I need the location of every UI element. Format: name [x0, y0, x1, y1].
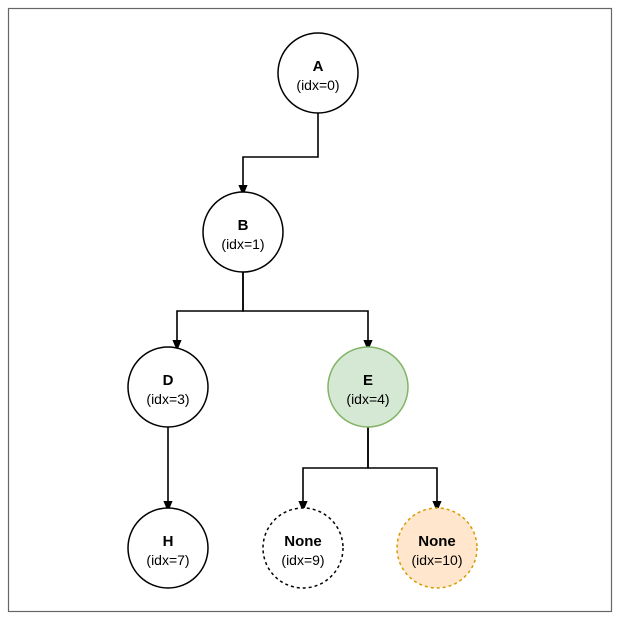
node-index-label: (idx=10)	[412, 552, 463, 568]
node-index-label: (idx=4)	[346, 391, 389, 407]
node-label: D	[163, 372, 174, 389]
node-index-label: (idx=3)	[146, 391, 189, 407]
edges-layer	[163, 113, 442, 512]
node-circle[interactable]	[127, 346, 209, 428]
edge-a-b	[238, 113, 319, 196]
node-index-label: (idx=7)	[146, 552, 189, 568]
node-circle[interactable]	[277, 32, 359, 114]
node-label: None	[418, 533, 456, 550]
edge-d-h	[163, 427, 173, 512]
edge-b-e	[242, 272, 373, 351]
node-label: None	[284, 533, 322, 550]
arrow-head-icon	[163, 501, 173, 512]
node-index-label: (idx=1)	[221, 236, 264, 252]
node-circle[interactable]	[202, 191, 284, 273]
node-label: E	[363, 372, 373, 389]
arrow-head-icon	[298, 501, 308, 512]
tree-node-b[interactable]: B (idx=1)	[202, 191, 284, 273]
edge-line	[367, 427, 438, 501]
arrow-head-icon	[432, 501, 442, 512]
edge-line	[242, 113, 319, 185]
node-label: H	[163, 533, 174, 550]
tree-node-e[interactable]: E (idx=4)	[327, 346, 409, 428]
edge-e-n10	[367, 427, 442, 512]
nodes-layer: A (idx=0) B (idx=1) D (idx=3) E (idx=4) H (idx=7)…	[127, 32, 478, 589]
node-circle[interactable]	[262, 507, 344, 589]
node-circle[interactable]	[396, 507, 478, 589]
node-label: A	[313, 58, 324, 75]
tree-node-d[interactable]: D (idx=3)	[127, 346, 209, 428]
tree-node-h[interactable]: H (idx=7)	[127, 507, 209, 589]
tree-node-a[interactable]: A (idx=0)	[277, 32, 359, 114]
node-index-label: (idx=0)	[296, 77, 339, 93]
arrow-head-icon	[172, 340, 182, 351]
node-circle[interactable]	[327, 346, 409, 428]
node-circle[interactable]	[127, 507, 209, 589]
node-index-label: (idx=9)	[281, 552, 324, 568]
node-label: B	[238, 217, 249, 234]
arrow-head-icon	[363, 340, 373, 351]
tree-node-n10[interactable]: None (idx=10)	[396, 507, 478, 589]
edge-line	[242, 272, 369, 340]
arrow-head-icon	[238, 185, 248, 196]
tree-node-n9[interactable]: None (idx=9)	[262, 507, 344, 589]
